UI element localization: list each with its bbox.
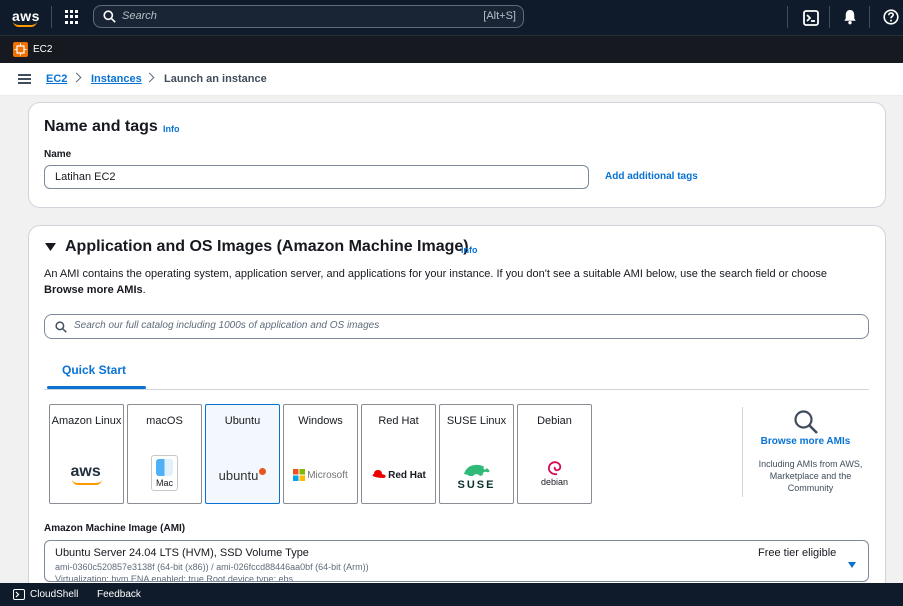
suse-logo-icon: SUSE (440, 459, 513, 493)
ami-info-link[interactable]: Info (461, 245, 478, 255)
ami-tile-debian[interactable]: Debian debian (517, 404, 592, 504)
name-tags-info-link[interactable]: Info (163, 124, 180, 134)
ec2-service-icon[interactable] (13, 42, 28, 57)
chevron-right-icon (71, 72, 82, 83)
ami-search-input[interactable]: Search our full catalog including 1000s … (44, 314, 869, 339)
name-input[interactable]: Latihan EC2 (44, 165, 589, 189)
ami-tile-ubuntu[interactable]: Ubuntu ubuntu (205, 404, 280, 504)
search-icon (103, 10, 116, 23)
debian-logo-text: debian (540, 477, 569, 487)
help-icon[interactable] (883, 9, 899, 25)
ami-name: Ubuntu Server 24.04 LTS (HVM), SSD Volum… (55, 547, 309, 559)
nav-divider (787, 6, 788, 28)
ami-search-placeholder: Search our full catalog including 1000s … (74, 320, 380, 331)
name-label: Name (44, 149, 72, 160)
browse-more-amis-link[interactable]: Browse more AMIs (760, 436, 851, 447)
top-navigation: aws Search [Alt+S] (0, 0, 903, 35)
ami-tile-macos[interactable]: macOS Mac (127, 404, 202, 504)
search-placeholder: Search (122, 10, 157, 22)
tile-label: SUSE Linux (446, 415, 507, 427)
ami-section-title: Application and OS Images (Amazon Machin… (65, 238, 469, 255)
mac-logo-text: Mac (155, 478, 173, 488)
tile-label: Debian (537, 415, 572, 427)
ami-select[interactable]: Ubuntu Server 24.04 LTS (HVM), SSD Volum… (44, 540, 869, 582)
ami-description-bold: Browse more AMIs (44, 284, 143, 296)
chevron-right-icon (144, 72, 155, 83)
service-name-link[interactable]: EC2 (33, 44, 53, 55)
ubuntu-logo-text: ubuntu (218, 467, 259, 483)
breadcrumb-current: Launch an instance (164, 73, 267, 85)
aws-logo-text: aws (70, 463, 101, 480)
ami-label: Amazon Machine Image (AMI) (44, 523, 186, 534)
search-icon (794, 410, 818, 434)
cloudshell-icon[interactable] (13, 589, 25, 600)
tab-quick-start[interactable]: Quick Start (62, 363, 127, 377)
add-additional-tags-link[interactable]: Add additional tags (605, 171, 698, 182)
nav-divider (829, 6, 830, 28)
cloudshell-icon[interactable] (803, 10, 819, 26)
tab-divider (44, 389, 869, 390)
nav-divider (51, 6, 52, 28)
debian-logo-icon: debian (518, 456, 591, 490)
ami-tile-windows[interactable]: Windows Microsoft (283, 404, 358, 504)
apps-grid-icon[interactable] (65, 10, 79, 24)
red-hat-logo-text: Red Hat (388, 469, 426, 481)
name-and-tags-panel (28, 102, 886, 208)
tile-label: Windows (298, 415, 343, 427)
macos-finder-icon: Mac (128, 454, 201, 492)
browse-more-amis[interactable]: Browse more AMIs Including AMIs from AWS… (742, 407, 868, 497)
search-icon (55, 321, 67, 333)
breadcrumb-bar: EC2 Instances Launch an instance (0, 63, 903, 96)
aws-smile-icon (13, 21, 37, 27)
tile-label: Amazon Linux (51, 415, 122, 427)
notifications-bell-icon[interactable] (842, 9, 858, 25)
search-shortcut: [Alt+S] (483, 10, 516, 22)
free-tier-badge: Free tier eligible (758, 547, 837, 559)
microsoft-logo-icon: Microsoft (284, 461, 357, 489)
footer-bar: CloudShell Feedback (0, 583, 903, 606)
nav-divider (869, 6, 870, 28)
active-tab-indicator (47, 386, 146, 389)
breadcrumb-instances[interactable]: Instances (91, 73, 142, 85)
dropdown-caret-icon (848, 562, 856, 568)
ami-virtualization: Virtualization: hvm ENA enabled: true Ro… (55, 574, 293, 582)
aws-logo[interactable]: aws (12, 8, 40, 27)
cloudshell-link[interactable]: CloudShell (30, 589, 79, 600)
microsoft-logo-text: Microsoft (307, 469, 348, 481)
ubuntu-logo-icon: ubuntu (206, 461, 279, 489)
global-search-input[interactable]: Search [Alt+S] (93, 5, 524, 28)
menu-hamburger-icon[interactable] (18, 74, 31, 84)
service-bar: EC2 (0, 35, 903, 63)
ami-ids: ami-0360c520857e3138f (64-bit (x86)) / a… (55, 562, 369, 572)
ami-description-end: . (142, 284, 146, 296)
suse-logo-text: SUSE (457, 478, 496, 491)
aws-logo-text: aws (12, 8, 40, 24)
ami-tile-red-hat[interactable]: Red Hat Red Hat (361, 404, 436, 504)
ami-tile-suse-linux[interactable]: SUSE Linux SUSE (439, 404, 514, 504)
breadcrumb-ec2[interactable]: EC2 (46, 73, 68, 85)
ami-description-text: An AMI contains the operating system, ap… (44, 268, 827, 280)
amazon-linux-logo-icon: aws (50, 461, 123, 489)
ami-description: An AMI contains the operating system, ap… (44, 266, 869, 298)
collapse-caret-icon[interactable] (44, 242, 57, 252)
browse-more-description: Including AMIs from AWS, Marketplace and… (758, 459, 863, 493)
tile-label: macOS (146, 415, 183, 427)
tile-label: Ubuntu (224, 415, 261, 427)
ami-tile-amazon-linux[interactable]: Amazon Linux aws (49, 404, 124, 504)
name-and-tags-title: Name and tags (44, 118, 158, 135)
feedback-link[interactable]: Feedback (97, 589, 141, 600)
red-hat-logo-icon: Red Hat (362, 461, 435, 489)
tile-label: Red Hat (378, 415, 419, 427)
